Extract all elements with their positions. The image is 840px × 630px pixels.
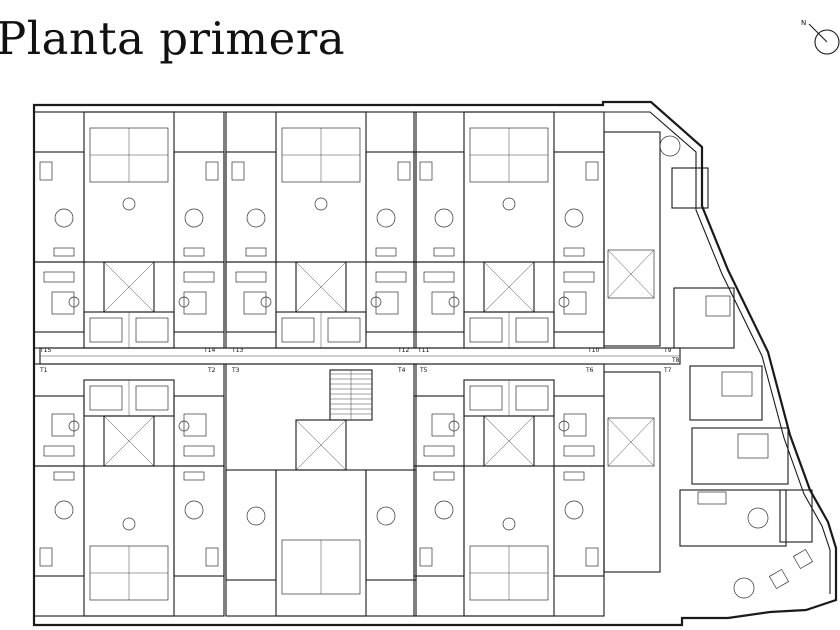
plan-title: Planta primera — [0, 12, 346, 65]
north-label: N — [801, 19, 806, 27]
tag-t14: T14 — [203, 347, 215, 354]
tag-t15: T15 — [39, 347, 51, 354]
apartment-block — [33, 363, 225, 617]
tag-t1: T1 — [39, 367, 48, 374]
tag-t8: T8 — [671, 357, 680, 364]
tag-t13: T13 — [231, 347, 243, 354]
tag-t4: T4 — [397, 367, 406, 374]
north-arrow-icon: N — [801, 19, 840, 55]
tag-t12: T12 — [397, 347, 409, 354]
stair-core — [329, 369, 373, 421]
tag-t5: T5 — [419, 367, 428, 374]
apartment-block — [33, 111, 225, 349]
tag-t7: T7 — [663, 367, 672, 374]
apartment-block — [413, 111, 605, 349]
apartment-block — [413, 363, 605, 617]
apartment-block — [225, 363, 417, 617]
tag-t9: T9 — [663, 347, 672, 354]
tag-t2: T2 — [207, 367, 216, 374]
tag-t6: T6 — [585, 367, 594, 374]
tag-t10: T10 — [587, 347, 599, 354]
tag-t3: T3 — [231, 367, 240, 374]
tag-t11: T11 — [417, 347, 429, 354]
apartment-block — [225, 111, 417, 349]
east-wing — [603, 131, 814, 599]
